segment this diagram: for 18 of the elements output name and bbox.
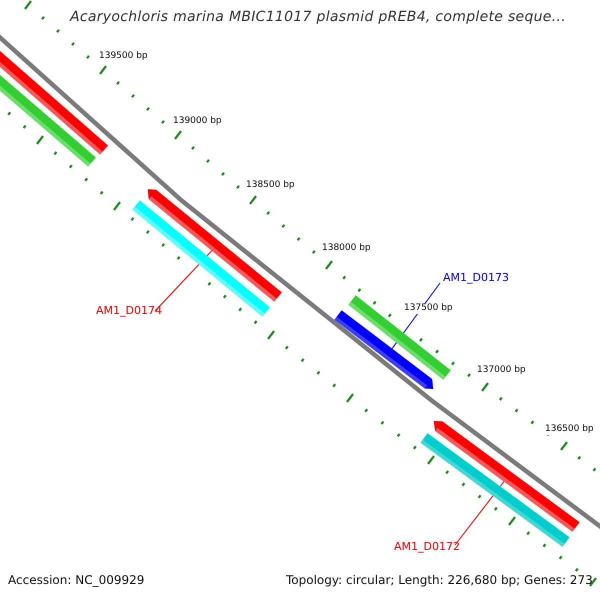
tick-label: 137000 bp bbox=[477, 366, 526, 376]
tick-label: 139500 bp bbox=[99, 52, 148, 62]
gene-bar bbox=[334, 310, 434, 389]
tick-label: 139000 bp bbox=[173, 117, 222, 127]
tick-label: 136500 bp bbox=[545, 425, 594, 435]
info-text: Topology: circular; Length: 226,680 bp; Genes: 273 bbox=[286, 574, 593, 588]
gene-bar bbox=[434, 421, 580, 532]
gene-label: AM1_D0172 bbox=[394, 541, 460, 554]
tick-label: 138500 bp bbox=[246, 181, 295, 191]
tick-label: 137500 bp bbox=[404, 304, 453, 314]
gene-bar bbox=[148, 189, 282, 302]
gene-label: AM1_D0174 bbox=[96, 305, 162, 318]
tick-label: 138000 bp bbox=[322, 244, 371, 254]
gene-bar bbox=[348, 295, 451, 380]
title: Acaryochloris marina MBIC11017 plasmid pREB4, complete seque... bbox=[70, 10, 566, 26]
info-text: Accession: NC_009929 bbox=[8, 574, 144, 588]
leader-line bbox=[454, 481, 504, 546]
gene-label: AM1_D0173 bbox=[443, 272, 509, 284]
